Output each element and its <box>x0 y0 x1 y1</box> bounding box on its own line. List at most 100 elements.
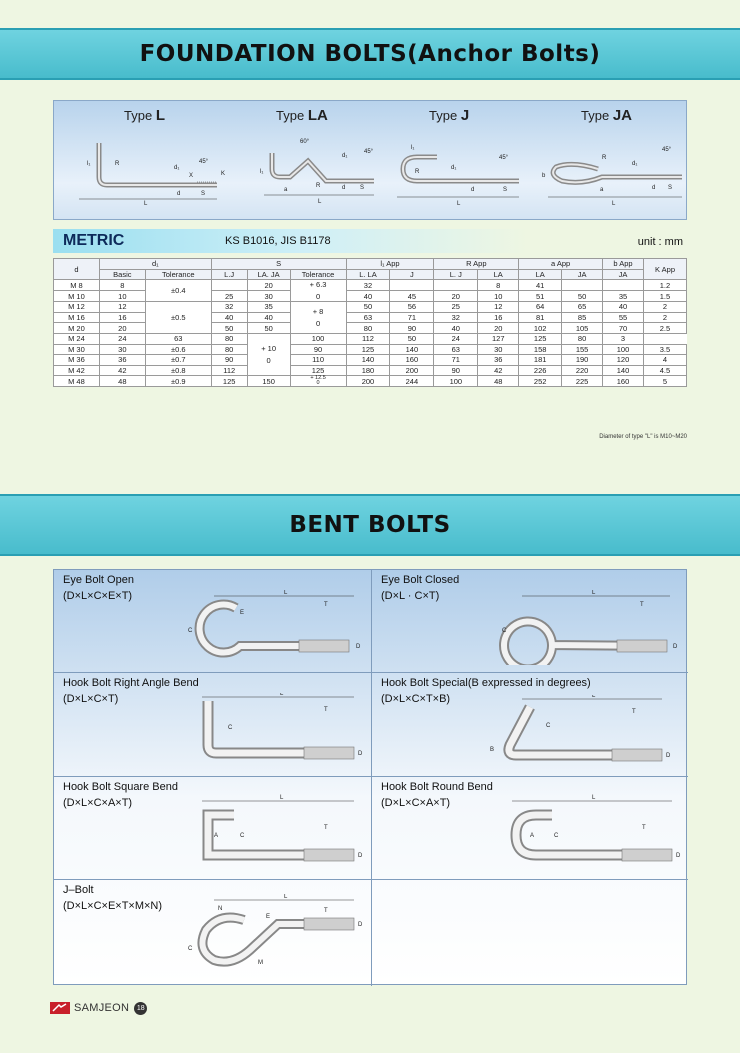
svg-text:T: T <box>640 602 644 608</box>
col-s: S <box>210 258 347 270</box>
svg-text:C: C <box>188 946 193 952</box>
table-cell: 65 <box>561 301 604 313</box>
svg-text:B: B <box>490 747 494 753</box>
j-bolt-diagram: L T C N E M D <box>188 894 363 967</box>
cell-j-bolt: J–Bolt (D×L×C×E×T×M×N) L T C N E M D <box>54 880 372 986</box>
table-cell: 140 <box>345 354 391 366</box>
svg-text:d: d <box>342 185 345 191</box>
svg-text:N: N <box>218 906 222 912</box>
bent-title: Hook Bolt Round Bend <box>381 781 493 793</box>
svg-text:E: E <box>240 610 244 616</box>
table-cell: 55 <box>602 311 644 324</box>
col-s-laja: LA. JA <box>246 268 291 281</box>
table-cell <box>210 279 248 292</box>
brand-name: SAMJEON <box>74 1002 130 1014</box>
svg-text:S: S <box>201 191 205 197</box>
table-cell: M 16 <box>53 311 100 324</box>
table-cell: 40 <box>210 311 248 324</box>
table-cell: 48 <box>98 375 146 388</box>
svg-text:b: b <box>542 173 546 179</box>
table-cell: 226 <box>518 364 563 377</box>
table-cell: 4 <box>642 354 688 366</box>
svg-text:D: D <box>673 644 678 650</box>
col-l1-j: J <box>389 268 435 281</box>
col-b-ja: JA <box>602 268 644 281</box>
svg-text:T: T <box>324 825 328 831</box>
col-d: d <box>53 257 100 281</box>
svg-text:S: S <box>503 187 507 193</box>
page-number: 18 <box>134 1001 148 1015</box>
svg-text:l₁: l₁ <box>87 161 90 167</box>
table-cell: 5 <box>642 375 688 388</box>
table-cell: 160 <box>602 375 644 388</box>
svg-text:R: R <box>316 183 321 189</box>
table-cell: 90 <box>289 343 347 356</box>
svg-text:60°: 60° <box>300 139 310 145</box>
table-cell: 102 <box>518 322 563 334</box>
table-cell: 200 <box>389 364 435 377</box>
svg-text:T: T <box>324 602 328 608</box>
svg-text:C: C <box>240 833 245 839</box>
cell-eye-bolt-closed: Eye Bolt Closed (D×L · C×T) L T C D <box>372 570 688 673</box>
table-cell: 10 <box>477 290 520 303</box>
table-cell: 36 <box>477 354 520 366</box>
svg-text:45°: 45° <box>499 155 509 161</box>
type-la-label: Type LA <box>276 107 328 124</box>
svg-text:D: D <box>358 853 363 859</box>
table-cell: M 36 <box>53 354 100 366</box>
table-cell: M 10 <box>53 290 100 303</box>
table-cell: M 8 <box>53 279 100 292</box>
table-cell: 50 <box>246 322 291 334</box>
section-title-bent: BENT BOLTS <box>289 512 451 538</box>
svg-text:D: D <box>358 922 363 928</box>
col-r-la: LA <box>477 268 520 281</box>
svg-text:a: a <box>284 187 288 193</box>
col-r-lj: L. J <box>433 268 479 281</box>
svg-text:L: L <box>612 201 616 207</box>
table-cell: 40 <box>602 301 644 313</box>
table-cell: M 12 <box>53 301 100 313</box>
svg-text:L: L <box>144 201 148 207</box>
table-cell: 42 <box>477 364 520 377</box>
svg-text:d: d <box>177 191 180 197</box>
table-cell: 3.5 <box>642 343 688 356</box>
table-cell: 155 <box>561 343 604 356</box>
table-cell: M 30 <box>53 343 100 356</box>
table-cell: 160 <box>389 354 435 366</box>
cell-hook-round: Hook Bolt Round Bend (D×L×C×A×T) L T A C… <box>372 777 688 880</box>
col-b: b App <box>602 258 644 270</box>
samjeon-logo-icon <box>50 1002 70 1014</box>
table-cell: 24 <box>433 332 479 345</box>
svg-text:D: D <box>356 644 361 650</box>
table-cell: 50 <box>561 290 604 303</box>
table-cell: 225 <box>561 375 604 388</box>
table-cell: 125 <box>289 364 347 377</box>
table-cell: 45 <box>389 290 435 303</box>
svg-text:M: M <box>258 960 263 966</box>
table-cell: 200 <box>345 375 391 388</box>
cell-hook-square: Hook Bolt Square Bend (D×L×C×A×T) L T A … <box>54 777 372 880</box>
table-cell: 30 <box>98 343 146 356</box>
table-cell: 80 <box>210 343 248 356</box>
svg-text:S: S <box>668 185 672 191</box>
table-cell: 25 <box>433 301 479 313</box>
table-cell: M 20 <box>53 322 100 334</box>
table-cell: 10 <box>98 290 146 303</box>
table-cell: 180 <box>345 364 391 377</box>
table-cell: 63 <box>345 311 391 324</box>
type-l-diagram: L R l₁ d₁ 45° X K d S <box>79 143 225 207</box>
table-cell: 20 <box>477 322 520 334</box>
table-cell: 40 <box>345 290 391 303</box>
bent-title: Hook Bolt Special(B expressed in degrees… <box>381 677 591 689</box>
table-cell: 2 <box>642 311 688 324</box>
svg-text:d₁: d₁ <box>451 165 456 171</box>
table-cell: 50 <box>345 301 391 313</box>
svg-text:45°: 45° <box>364 149 374 155</box>
type-j-diagram: L l₁ R d₁ 45° d S <box>397 145 519 207</box>
svg-text:45°: 45° <box>199 159 209 165</box>
table-cell: 51 <box>518 290 563 303</box>
table-cell: 244 <box>389 375 435 388</box>
bent-title: Hook Bolt Right Angle Bend <box>63 677 199 689</box>
